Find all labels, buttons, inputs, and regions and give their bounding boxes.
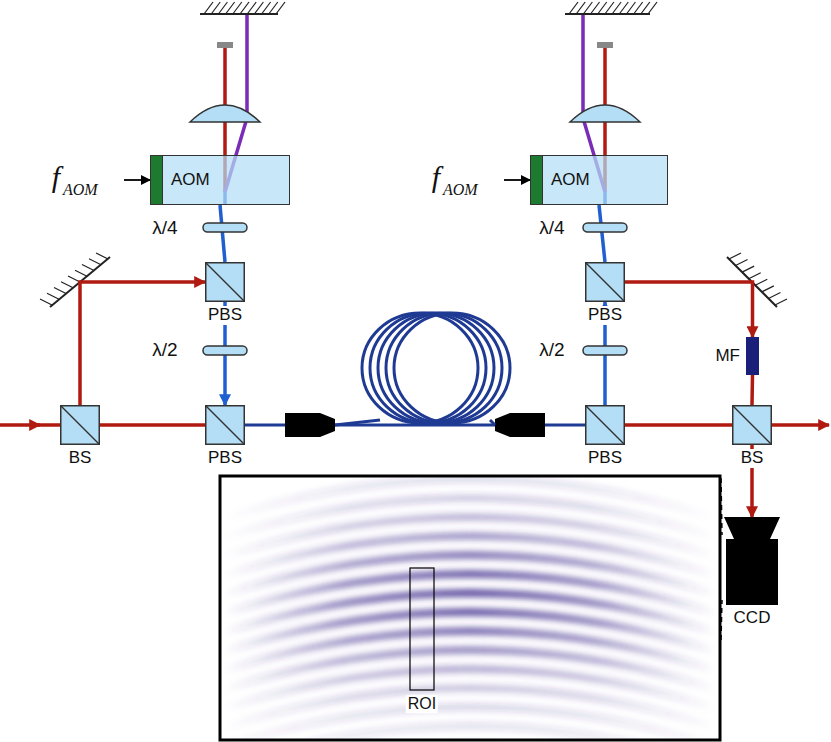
zoom-leader [721, 600, 722, 640]
component-label: PBS [206, 306, 244, 325]
roi-box [410, 568, 434, 690]
fiber-lead [335, 420, 380, 425]
lens [570, 105, 640, 122]
cube-shape [60, 405, 100, 445]
fiber-coil [362, 313, 510, 423]
camera-image-frame [220, 476, 720, 740]
beam-path [220, 205, 225, 262]
pbs-cube: PBS [205, 262, 245, 302]
component-label: AOM [551, 171, 590, 190]
pbs-cube: PBS [205, 405, 245, 445]
rf-drive-arrow [124, 179, 150, 181]
mirrors [40, 2, 787, 307]
pbs-cube: PBS [585, 262, 625, 302]
component-label: PBS [586, 449, 624, 468]
cube-shape [205, 262, 245, 302]
waveplate-label: λ/2 [539, 340, 564, 361]
waveplate-label: λ/2 [152, 340, 177, 361]
zoom-leader [721, 478, 722, 535]
fiber-lead [490, 420, 495, 425]
transducer [531, 156, 543, 204]
cube-shape [585, 405, 625, 445]
component-label: PBS [206, 449, 244, 468]
input-beam [0, 423, 40, 427]
half-wave-plate [203, 346, 247, 355]
beam-path [625, 423, 732, 427]
beam-path [750, 375, 754, 405]
waveplate-label: λ/4 [152, 218, 177, 239]
beam-path [80, 282, 205, 405]
aom-box: AOM [150, 155, 290, 205]
bs-cube: BS [60, 405, 100, 445]
rf-frequency-subscript: AOM [443, 181, 478, 199]
waveplate-label: λ/4 [539, 218, 564, 239]
interference-fringes [225, 479, 715, 739]
output-beam [772, 423, 829, 427]
input-beam [36, 423, 60, 427]
lens [190, 105, 260, 122]
bs-cube: BS [732, 405, 772, 445]
fiber-coupler [495, 413, 545, 437]
component-label: AOM [171, 171, 210, 190]
rf-frequency-subscript: AOM [63, 181, 98, 199]
beam-path [625, 282, 753, 337]
component-label: PBS [586, 306, 624, 325]
pbs-cube: PBS [585, 405, 625, 445]
rf-frequency: f [52, 160, 60, 193]
beam-path [100, 423, 205, 427]
ccd-camera: CCD [722, 517, 782, 605]
component-label: MF [715, 347, 740, 366]
component-label: BS [739, 449, 766, 468]
aom-box: AOM [530, 155, 668, 205]
camera-shape [722, 517, 782, 605]
cube-shape [732, 405, 772, 445]
beam-stop [217, 42, 233, 48]
fiber-coupler [285, 413, 335, 437]
component-label: CCD [732, 609, 773, 628]
cube-shape [585, 262, 625, 302]
rf-frequency: f [432, 160, 440, 193]
cube-shape [205, 405, 245, 445]
half-wave-plate [583, 346, 627, 355]
roi-label: ROI [406, 695, 438, 713]
beam-path [599, 205, 605, 262]
transducer [151, 156, 163, 204]
mode-filter: MF [746, 337, 759, 375]
quarter-wave-plate [203, 223, 247, 232]
rf-drive-arrow [504, 179, 530, 181]
quarter-wave-plate [583, 223, 627, 232]
beam-stop [597, 42, 613, 48]
component-label: BS [67, 449, 94, 468]
